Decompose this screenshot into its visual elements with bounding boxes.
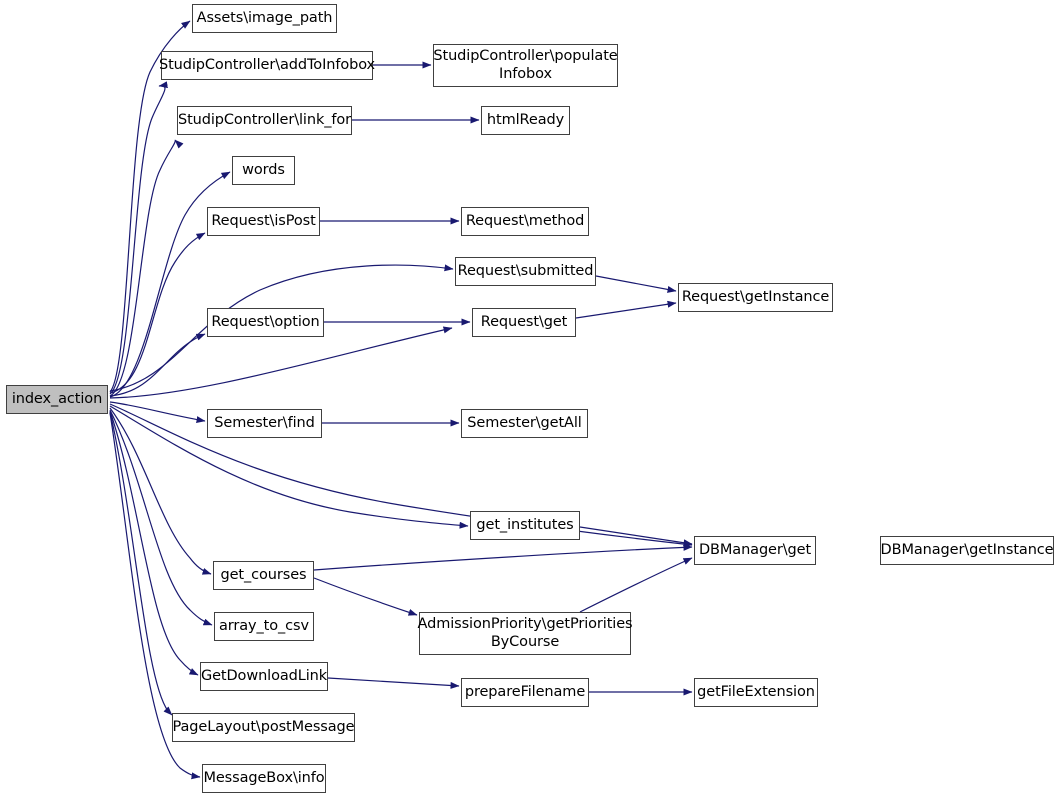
node-semester_getall[interactable]: Semester\getAll <box>461 409 588 438</box>
edge-index_action-to-request_ispost <box>109 232 206 394</box>
edge-index_action-to-request_get <box>109 326 453 399</box>
edge-index_action-to-pagelayout_postmessage <box>109 411 173 716</box>
edge-index_action-to-request_option <box>109 333 206 397</box>
edge-index_action-to-link_for <box>109 139 184 397</box>
edge-index_action-to-array_to_csv <box>109 409 213 626</box>
node-request_option[interactable]: Request\option <box>207 308 324 337</box>
node-preparefilename[interactable]: prepareFilename <box>461 678 589 707</box>
node-getfileextension[interactable]: getFileExtension <box>694 678 818 707</box>
node-semester_find[interactable]: Semester\find <box>207 409 322 438</box>
node-pagelayout_postmessage[interactable]: PageLayout\postMessage <box>172 713 355 742</box>
edge-index_action-to-dbmanager_get <box>109 403 693 548</box>
edge-admission_priorities-to-dbmanager_get <box>579 557 693 613</box>
edge-index_action-to-messagebox_info <box>109 412 201 780</box>
edge-get_courses-to-dbmanager_get <box>313 543 693 571</box>
edge-get_institutes-to-dbmanager_get <box>579 526 693 547</box>
node-messagebox_info[interactable]: MessageBox\info <box>202 764 326 793</box>
node-index_action[interactable]: index_action <box>6 385 108 414</box>
edges-group <box>109 20 693 780</box>
edge-get_courses-to-admission_priorities <box>313 577 418 616</box>
edge-getdownloadlink-to-preparefilename <box>327 677 460 689</box>
edge-index_action-to-request_submitted <box>109 264 454 392</box>
node-request_submitted[interactable]: Request\submitted <box>455 257 596 286</box>
node-link_for[interactable]: StudipController\link_for <box>177 106 352 135</box>
edge-request_submitted-to-request_getinstance <box>595 275 677 293</box>
node-get_courses[interactable]: get_courses <box>213 561 314 590</box>
node-htmlReady[interactable]: htmlReady <box>481 106 570 135</box>
node-dbmanager_get[interactable]: DBManager\get <box>694 536 816 565</box>
node-request_get[interactable]: Request\get <box>472 308 576 337</box>
node-populateInfobox[interactable]: StudipController\populate Infobox <box>433 44 618 87</box>
edge-request_get-to-request_getinstance <box>575 300 677 319</box>
edge-index_action-to-words <box>109 171 231 398</box>
node-request_getinstance[interactable]: Request\getInstance <box>678 283 833 312</box>
edge-index_action-to-semester_find <box>109 401 206 423</box>
edge-index_action-to-assets_image_path <box>109 20 191 393</box>
edge-index_action-to-get_courses <box>109 407 212 575</box>
node-admission_priorities[interactable]: AdmissionPriority\getPriorities ByCourse <box>418 612 633 655</box>
node-dbmanager_getinstance[interactable]: DBManager\getInstance <box>880 536 1054 565</box>
node-get_institutes[interactable]: get_institutes <box>470 511 580 540</box>
node-words[interactable]: words <box>232 156 295 185</box>
node-request_ispost[interactable]: Request\isPost <box>207 207 320 236</box>
node-addToInfobox[interactable]: StudipController\addToInfobox <box>159 51 375 80</box>
node-getdownloadlink[interactable]: GetDownloadLink <box>200 662 328 691</box>
edge-index_action-to-getdownloadlink <box>109 410 199 676</box>
node-array_to_csv[interactable]: array_to_csv <box>214 612 314 641</box>
node-assets_image_path[interactable]: Assets\image_path <box>192 4 337 33</box>
node-request_method[interactable]: Request\method <box>461 207 589 236</box>
edge-index_action-to-addToInfobox <box>109 81 168 395</box>
edge-index_action-to-get_institutes <box>109 405 469 529</box>
